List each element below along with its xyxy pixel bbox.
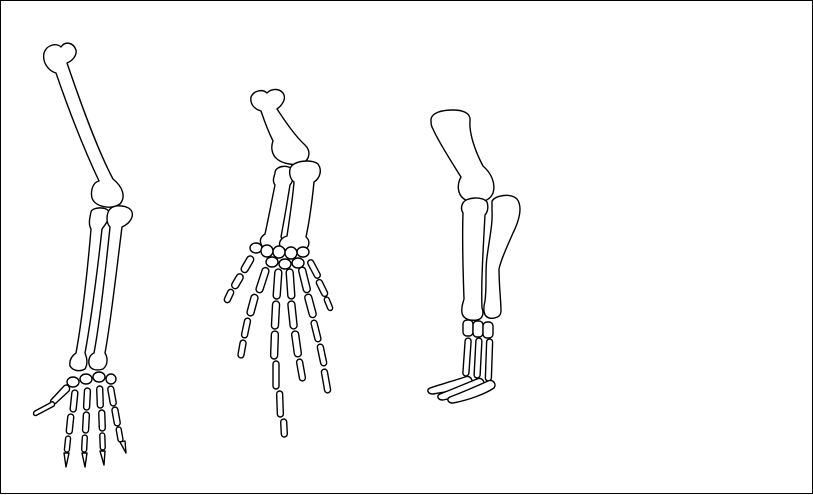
limb-1-claw bbox=[100, 451, 105, 465]
limb-1-phalanx bbox=[83, 388, 90, 410]
limb-3-carpals bbox=[463, 320, 493, 338]
limb-2-phalanx bbox=[288, 301, 298, 330]
limb-2-phalanx bbox=[298, 266, 311, 293]
limb-1-phalanx bbox=[70, 390, 78, 413]
limb-1-phalanx bbox=[116, 427, 124, 443]
limb-2-carpal bbox=[285, 247, 297, 259]
limb-2-phalanx bbox=[241, 318, 251, 339]
limb-1-digit-3 bbox=[82, 388, 91, 467]
limb-1-carpal bbox=[80, 374, 92, 384]
limb-1-phalanx bbox=[107, 386, 116, 407]
limb-2-phalanx bbox=[230, 273, 244, 290]
limb-2-phalanx bbox=[277, 391, 284, 417]
limb-1-claw bbox=[120, 441, 126, 453]
limb-2-phalanx bbox=[271, 301, 279, 329]
limb-1-phalanx bbox=[66, 414, 74, 435]
limb-1 bbox=[34, 43, 133, 467]
limb-2-carpal bbox=[266, 257, 278, 267]
limb-3 bbox=[428, 110, 520, 403]
limb-2-phalanx bbox=[317, 344, 327, 367]
limb-1-phalanx bbox=[82, 412, 89, 433]
limb-3-radius bbox=[462, 198, 488, 320]
limb-2-phalanx bbox=[240, 255, 255, 274]
limb-3-metacarpal bbox=[474, 338, 482, 378]
limb-2-digit-1 bbox=[223, 255, 255, 304]
limb-3-carpal bbox=[463, 320, 473, 336]
limb-2-phalanx bbox=[307, 259, 322, 279]
limb-2-carpal bbox=[297, 247, 309, 257]
limb-3-carpal bbox=[483, 322, 493, 338]
limb-1-digit-5 bbox=[107, 386, 126, 453]
limb-1-phalanx bbox=[34, 402, 55, 416]
limb-3-humerus bbox=[431, 110, 494, 202]
limb-3-carpal bbox=[473, 321, 483, 337]
limb-2-phalanx bbox=[291, 331, 302, 358]
limb-1-phalanx bbox=[82, 435, 88, 452]
limb-2-phalanx bbox=[246, 294, 258, 317]
limb-2-humerus bbox=[251, 89, 309, 164]
limb-1-phalanx bbox=[111, 407, 120, 427]
limb-2-carpal bbox=[273, 246, 285, 258]
limb-1-phalanx bbox=[64, 436, 71, 452]
limb-2-carpal bbox=[279, 259, 291, 269]
limb-2-phalanx bbox=[304, 293, 317, 318]
limb-2-phalanx bbox=[255, 267, 270, 294]
limb-2-phalanx bbox=[273, 361, 279, 389]
limb-1-digit-1 bbox=[34, 385, 70, 416]
limb-2-carpal bbox=[261, 245, 273, 257]
limb-1-digit-2 bbox=[64, 390, 78, 467]
limb-1-carpals bbox=[67, 372, 116, 387]
limb-2-phalanx bbox=[273, 269, 282, 299]
limb-3-ulna bbox=[484, 195, 520, 318]
limb-2-phalanx bbox=[237, 340, 246, 359]
limb-2-phalanx bbox=[310, 320, 321, 343]
limb-2-carpals bbox=[250, 243, 309, 269]
limb-1-carpal bbox=[106, 374, 116, 384]
limb-2-digit-3 bbox=[271, 269, 288, 437]
limb-1-phalanx bbox=[99, 410, 106, 431]
limb-2-phalanx bbox=[281, 419, 288, 437]
limb-3-metacarpal bbox=[485, 339, 492, 381]
limb-2-phalanx bbox=[286, 269, 295, 299]
limb-1-claw bbox=[64, 453, 69, 467]
limb-2-phalanx bbox=[296, 359, 306, 382]
limb-2-carpal bbox=[250, 243, 262, 253]
limb-3-metacarpal bbox=[463, 338, 472, 376]
limb-2-phalanx bbox=[321, 369, 331, 394]
limb-1-claw bbox=[82, 453, 87, 467]
limb-1-phalanx bbox=[100, 433, 106, 450]
limb-2-phalanx bbox=[271, 331, 279, 359]
limb-1-phalanx bbox=[97, 386, 104, 408]
limb-3-toes bbox=[428, 377, 495, 403]
limb-2-phalanx bbox=[315, 279, 328, 298]
limb-2-phalanx bbox=[223, 288, 234, 303]
limb-3-metacarpals bbox=[463, 338, 493, 381]
limb-1-carpal bbox=[93, 372, 105, 382]
limb-2 bbox=[223, 89, 333, 437]
limb-2-phalanx bbox=[324, 296, 334, 311]
limb-1-humerus bbox=[44, 43, 123, 207]
limb-1-digit-4 bbox=[97, 386, 106, 465]
